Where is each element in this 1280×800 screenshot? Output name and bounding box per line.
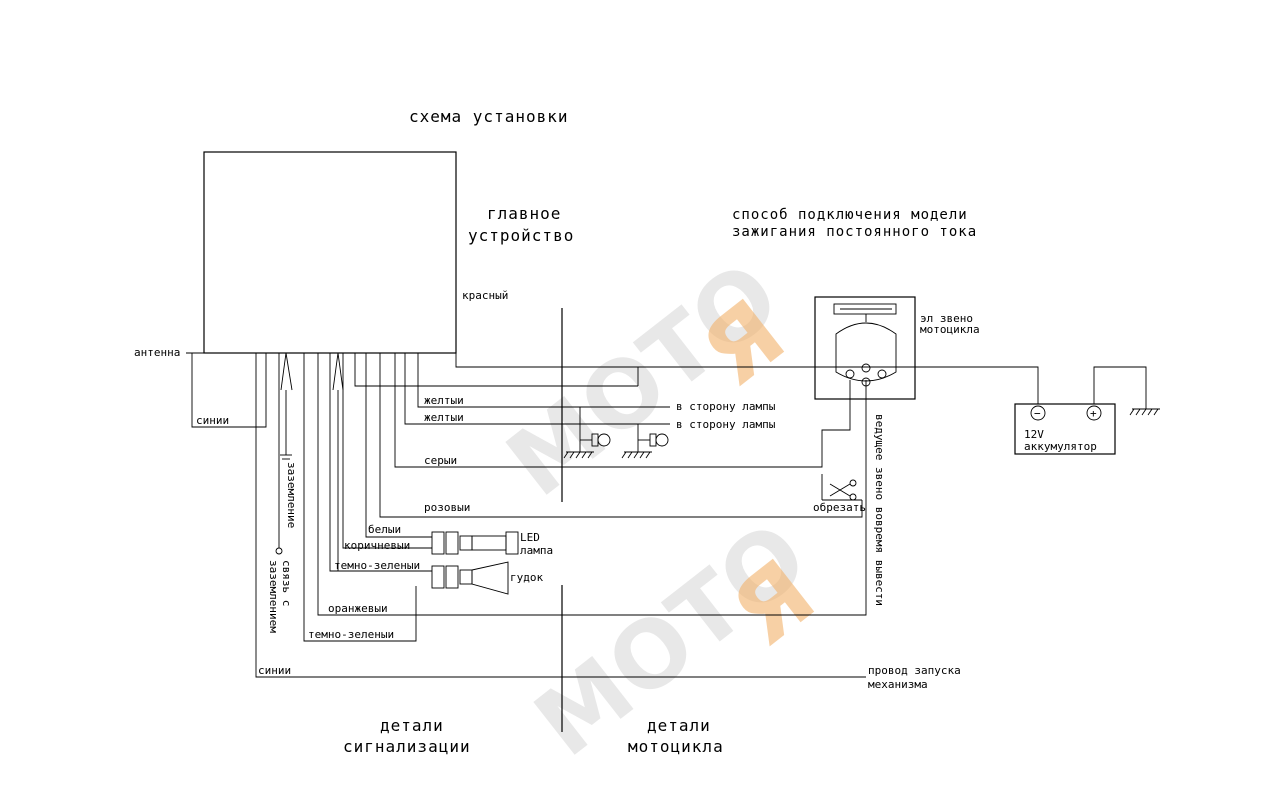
- svg-text:аккумулятор: аккумулятор: [1024, 440, 1097, 453]
- wire-gray: серыи: [394, 353, 851, 468]
- wire-ignition-link: [354, 353, 638, 387]
- svg-text:антенна: антенна: [134, 346, 180, 359]
- svg-text:заземлением: заземлением: [267, 560, 280, 633]
- wire-red: красный: [455, 289, 1039, 404]
- moto-parts-label-2: мотоцикла: [628, 737, 724, 756]
- svg-text:синии: синии: [258, 664, 291, 677]
- svg-text:розовыи: розовыи: [424, 501, 470, 514]
- svg-text:темно-зеленыи: темно-зеленыи: [308, 628, 394, 641]
- svg-text:лампа: лампа: [520, 544, 553, 557]
- connection-method-label-2: зажигания постоянного тока: [732, 224, 977, 240]
- wire-brown: коричневыи: [342, 353, 432, 552]
- svg-text:эл звено: эл звено: [920, 312, 973, 325]
- svg-text:в сторону лампы: в сторону лампы: [676, 418, 776, 431]
- output-lead-label: ведущее звено вовремя вывести: [873, 414, 886, 606]
- svg-text:механизма: механизма: [868, 678, 928, 691]
- svg-text:оранжевыи: оранжевыи: [328, 602, 388, 615]
- svg-text:мотоцикла: мотоцикла: [920, 323, 980, 336]
- led-lamp: LED лампа: [431, 531, 553, 557]
- svg-text:желтыи: желтыи: [424, 394, 464, 407]
- wire-antenna: антенна синии: [134, 346, 267, 428]
- svg-text:связь с: связь с: [280, 560, 293, 606]
- svg-text:синии: синии: [196, 414, 229, 427]
- svg-text:гудок: гудок: [510, 571, 543, 584]
- wire-dark-green-1: темно-зеленыи: [329, 352, 432, 572]
- svg-text:красный: красный: [462, 289, 508, 302]
- svg-text:коричневыи: коричневыи: [344, 539, 410, 552]
- main-unit-label-2: устройство: [468, 226, 574, 245]
- svg-text:12V: 12V: [1024, 428, 1044, 441]
- connection-method-label-1: способ подключения модели: [732, 207, 968, 223]
- horn: гудок: [431, 561, 543, 595]
- svg-text:серыи: серыи: [424, 454, 457, 467]
- ground-link: связь с заземлением: [267, 353, 293, 633]
- ignition-switch: эл звено мотоцикла: [814, 296, 980, 400]
- battery: − + 12V аккумулятор: [1014, 366, 1160, 455]
- svg-text:желтыи: желтыи: [424, 411, 464, 424]
- wire-yellow-1: желтыи в сторону лампы: [417, 353, 776, 440]
- svg-text:белыи: белыи: [368, 523, 401, 536]
- wire-orange: оранжевыи: [317, 353, 867, 616]
- svg-text:LED: LED: [520, 531, 540, 544]
- alarm-parts-label-1: детали: [380, 716, 444, 735]
- wire-yellow-2: желтыи в сторону лампы: [404, 353, 776, 440]
- svg-text:обрезать: обрезать: [813, 501, 866, 514]
- cut-scissors: обрезать: [813, 474, 866, 514]
- svg-text:заземление: заземление: [285, 462, 298, 528]
- diagram-title: схема установки: [409, 107, 569, 126]
- main-unit-box: [203, 151, 457, 354]
- wire-blue-bottom: синии провод запуска механизма: [255, 353, 961, 691]
- watermark-top: МОТО Я: [488, 242, 805, 518]
- wire-pink: розовыи: [379, 353, 863, 518]
- moto-parts-label-1: детали: [647, 716, 711, 735]
- svg-text:темно-зеленыи: темно-зеленыи: [334, 559, 420, 572]
- svg-text:в сторону лампы: в сторону лампы: [676, 400, 776, 413]
- svg-text:провод запуска: провод запуска: [868, 664, 961, 677]
- ground-spike: заземление: [280, 352, 298, 528]
- main-unit-label-1: главное: [487, 204, 561, 223]
- plus-icon: +: [1090, 407, 1097, 420]
- wire-dark-green-2: темно-зеленыи: [303, 353, 417, 642]
- alarm-parts-label-2: сигнализации: [343, 737, 471, 756]
- turn-lamp-1: [563, 433, 611, 459]
- turn-lamp-2: [621, 433, 669, 459]
- watermark-bottom: МОТО Я: [516, 502, 835, 778]
- wire-white: белыи: [365, 353, 432, 538]
- minus-icon: −: [1034, 407, 1041, 420]
